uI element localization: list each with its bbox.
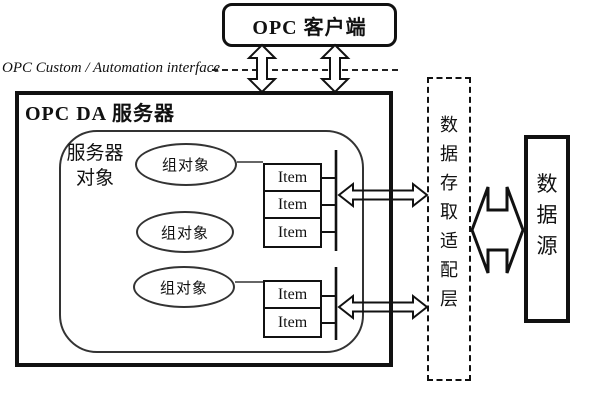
interface-label: OPC Custom / Automation interface [2,60,221,76]
data-source-box: 数据源 [524,135,570,323]
group-object-label-3: 组对象 [159,280,208,297]
server-object-label: 服务器 对象 [66,143,124,189]
group-object-label-2: 组对象 [160,225,209,242]
data-access-adapter-label: 数据存取适配层 [440,115,458,309]
item-box: Item [265,165,320,192]
data-source-label: 数据源 [536,172,558,258]
opc-da-server-title: OPC DA 服务器 [25,103,175,125]
item-box: Item [277,313,308,331]
adapter-datasource-arrow [470,186,525,274]
group-object-ellipse-2: 组对象 [136,211,234,253]
opc-client-box: OPC 客户端 [222,3,397,47]
group-object-label-1: 组对象 [161,158,210,174]
opc-da-server-box [15,91,393,367]
item-box: Item [265,282,320,309]
server-object-container [59,130,364,353]
item-stack-1: Item Item Item [263,163,322,248]
interface-dashed-line [212,69,398,71]
item-stack-2: Item Item [263,280,322,338]
opc-client-label: OPC 客户端 [252,16,367,39]
item-box: Item [265,192,320,219]
group-object-ellipse-3: 组对象 [133,266,235,308]
group-object-ellipse-1: 组对象 [135,143,237,186]
item-box: Item [277,223,308,241]
data-access-adapter-box: 数据存取适配层 [427,77,471,381]
